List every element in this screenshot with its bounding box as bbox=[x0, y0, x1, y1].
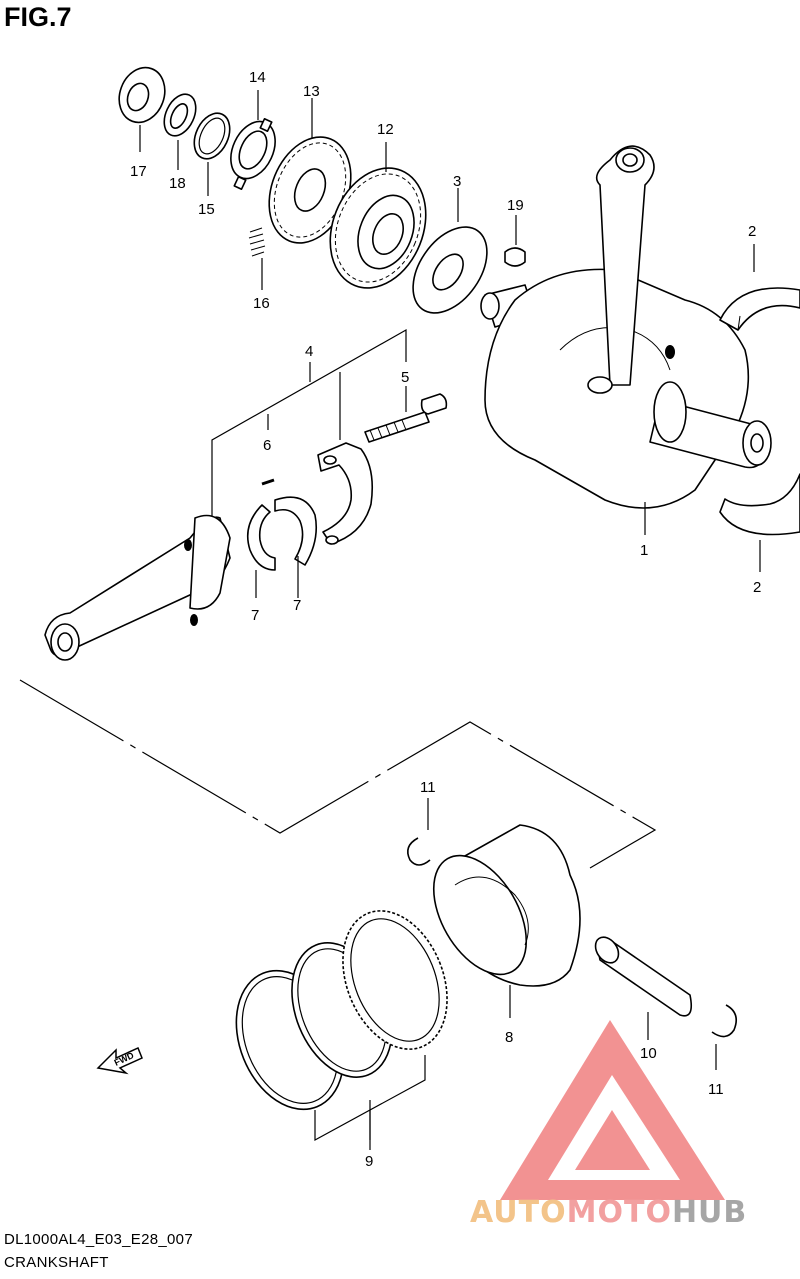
watermark-hub: HUB bbox=[671, 1195, 748, 1230]
callout-11b: 11 bbox=[708, 1081, 724, 1098]
con-rod-pin-part bbox=[261, 478, 275, 486]
callout-17: 17 bbox=[130, 163, 147, 180]
nut-part bbox=[118, 66, 166, 152]
callout-12: 12 bbox=[377, 121, 394, 138]
woodruff-key-part bbox=[504, 215, 526, 267]
callout-15: 15 bbox=[198, 201, 215, 218]
crankshaft-part bbox=[480, 145, 772, 535]
piston-part bbox=[432, 824, 581, 1018]
piston-pin-circlip-upper-part bbox=[407, 798, 431, 866]
con-rod-bolt-part bbox=[364, 386, 448, 443]
con-rod-cap-part bbox=[317, 442, 374, 545]
piston-pin-circlip-lower-part bbox=[711, 1004, 737, 1070]
callout-13: 13 bbox=[303, 83, 320, 100]
callout-3: 3 bbox=[453, 173, 461, 190]
con-rod-bearing-left-part bbox=[246, 504, 276, 598]
con-rod-group-bracket bbox=[211, 328, 407, 518]
callout-1: 1 bbox=[640, 542, 648, 559]
callout-9: 9 bbox=[365, 1153, 373, 1170]
figure-name: CRANKSHAFT bbox=[4, 1254, 109, 1271]
con-rod-bearing-right-part bbox=[274, 496, 318, 598]
callout-7b: 7 bbox=[293, 597, 301, 614]
callout-18: 18 bbox=[169, 175, 186, 192]
callout-5: 5 bbox=[401, 369, 409, 386]
watermark-brand: AUTOMOTOHUB bbox=[470, 1195, 747, 1230]
primary-drive-gear-part bbox=[329, 142, 427, 289]
callout-19: 19 bbox=[507, 197, 524, 214]
callout-labels: 1 2 2 3 4 5 6 7 7 8 9 10 11 11 12 13 14 … bbox=[130, 69, 761, 1170]
watermark-logo-icon bbox=[500, 1020, 725, 1200]
forward-arrow-icon: FWD bbox=[96, 1046, 143, 1075]
callout-10: 10 bbox=[640, 1045, 657, 1062]
callout-4: 4 bbox=[305, 343, 313, 360]
callout-8: 8 bbox=[505, 1029, 513, 1046]
timing-gear-part bbox=[268, 98, 352, 244]
callout-7a: 7 bbox=[251, 607, 259, 624]
callout-16: 16 bbox=[253, 295, 270, 312]
callout-14: 14 bbox=[249, 69, 266, 86]
connecting-rod-part bbox=[44, 514, 231, 661]
callout-2b: 2 bbox=[753, 579, 761, 596]
callout-6: 6 bbox=[263, 437, 271, 454]
callout-2a: 2 bbox=[748, 223, 756, 240]
piston-pin-part bbox=[594, 936, 693, 1040]
piston-ring-set-part bbox=[235, 910, 448, 1150]
crank-bearing-upper-part bbox=[719, 244, 800, 331]
watermark-auto: AUTO bbox=[470, 1195, 567, 1230]
figure-code: DL1000AL4_E03_E28_007 bbox=[4, 1231, 193, 1248]
thrust-washer-part bbox=[412, 188, 488, 314]
crank-bearing-lower-part bbox=[719, 473, 800, 572]
watermark-moto: MOTO bbox=[566, 1195, 672, 1230]
alignment-dash-line bbox=[19, 679, 657, 869]
spring-part bbox=[248, 227, 266, 290]
circlip-part bbox=[193, 112, 231, 196]
callout-11a: 11 bbox=[420, 779, 436, 796]
washer-part bbox=[163, 93, 197, 170]
lock-washer-part bbox=[230, 90, 276, 191]
figure-title: FIG.7 bbox=[4, 2, 72, 32]
